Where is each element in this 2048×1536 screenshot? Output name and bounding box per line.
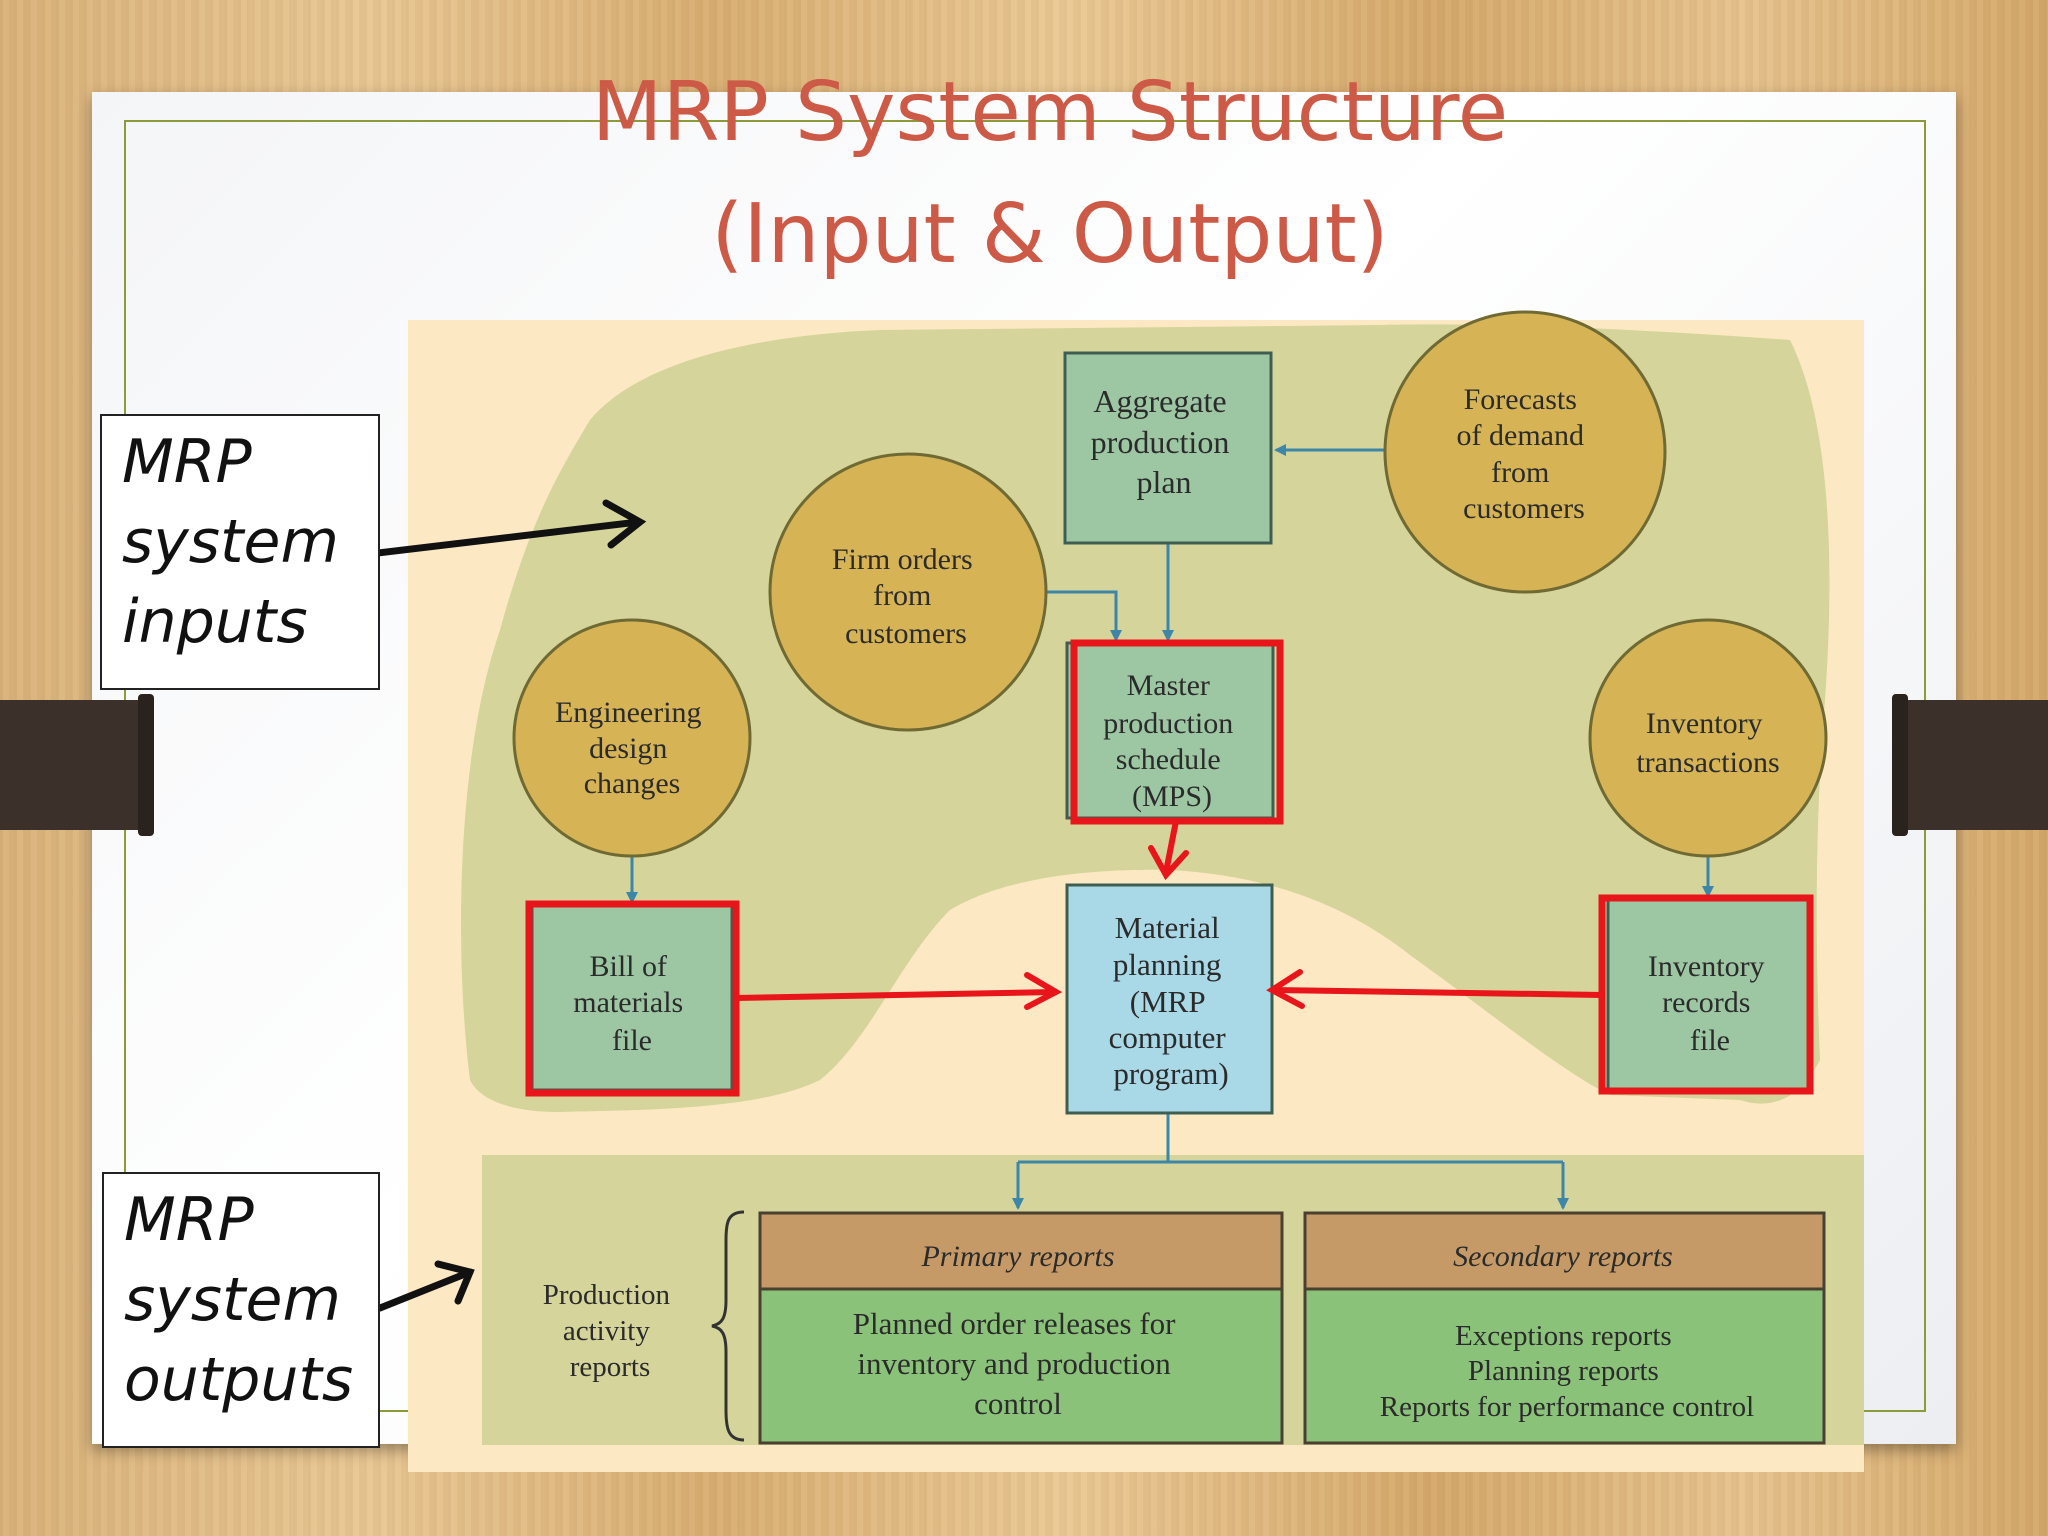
inventory-transactions-label: Inventory transactions — [1636, 707, 1779, 779]
inputs-callout-line-2: system — [122, 507, 339, 577]
mrp-program-label: Material planning (MRP computer program) — [1109, 910, 1234, 1091]
aggregate-plan-label: Aggregate production plan — [1091, 383, 1238, 500]
inputs-callout-arrowhead — [602, 499, 647, 549]
mps-label: Master production schedule (MPS) — [1103, 669, 1240, 813]
right-binder-clip — [1896, 700, 2048, 830]
secondary-report-header — [1303, 1211, 1826, 1291]
inventory-transactions-circle — [1588, 618, 1828, 858]
firm-orders-label: Firm orders from customers — [832, 543, 980, 650]
callout-arrows — [374, 499, 647, 1312]
production-activity-label: Production activity reports — [543, 1279, 678, 1383]
outputs-callout-arrow — [376, 1268, 474, 1312]
outputs-callout-arrowhead — [434, 1260, 475, 1305]
inputs-callout-line-3: inputs — [122, 587, 308, 657]
primary-report-header-label: Primary reports — [920, 1240, 1114, 1273]
inventory-records-label: Inventory records file — [1648, 950, 1772, 1057]
primary-report-header — [758, 1211, 1284, 1291]
inputs-callout-line-1: MRP — [122, 427, 252, 497]
outputs-callout-line-1: MRP — [124, 1185, 254, 1255]
left-binder-clip — [0, 700, 152, 830]
mps-box — [1065, 641, 1275, 820]
records-to-mrp-red-arrow — [1271, 987, 1605, 998]
engineering-circle — [512, 618, 752, 858]
outputs-callout: MRP system outputs — [102, 1172, 380, 1448]
secondary-report-body-label: Exceptions reports Planning reports Repo… — [1380, 1320, 1754, 1423]
outputs-callout-line-2: system — [124, 1265, 341, 1335]
bom-to-mrp-red-arrowhead — [1024, 972, 1063, 1010]
slide-title: MRP System Structure (Input & Output) — [500, 52, 1600, 296]
records-to-mrp-red-arrowhead — [1266, 969, 1305, 1009]
mrp-program-box — [1065, 883, 1274, 1115]
inputs-callout: MRP system inputs — [100, 414, 380, 690]
forecasts-circle — [1383, 310, 1667, 594]
secondary-report-body — [1303, 1287, 1826, 1445]
primary-report-body-label: Planned order releases for inventory and… — [853, 1306, 1184, 1421]
inputs-callout-arrow — [374, 518, 642, 557]
title-line-2: (Input & Output) — [711, 187, 1389, 282]
mps-to-mrp-red-arrowhead — [1148, 845, 1189, 881]
blue-connectors — [626, 444, 1714, 1210]
right-clip-edge — [1892, 694, 1908, 836]
left-clip-edge — [138, 694, 154, 836]
red-arrows — [733, 818, 1605, 1010]
outputs-callout-line-3: outputs — [124, 1345, 354, 1415]
reports-brace — [711, 1210, 745, 1442]
firm-orders-circle — [768, 452, 1048, 732]
title-line-1: MRP System Structure — [591, 65, 1509, 160]
aggregate-plan-box — [1063, 351, 1273, 545]
primary-report-body — [758, 1287, 1284, 1445]
orders-to-mps-line — [1044, 590, 1122, 642]
secondary-report-header-label: Secondary reports — [1453, 1240, 1673, 1273]
forecasts-label: Forecasts of demand from customers — [1457, 383, 1592, 525]
bom-label: Bill of materials file — [573, 950, 690, 1057]
bom-to-mrp-red-arrow — [733, 989, 1058, 1001]
engineering-label: Engineering design changes — [555, 696, 709, 800]
mps-to-mrp-red-arrow — [1163, 818, 1179, 875]
